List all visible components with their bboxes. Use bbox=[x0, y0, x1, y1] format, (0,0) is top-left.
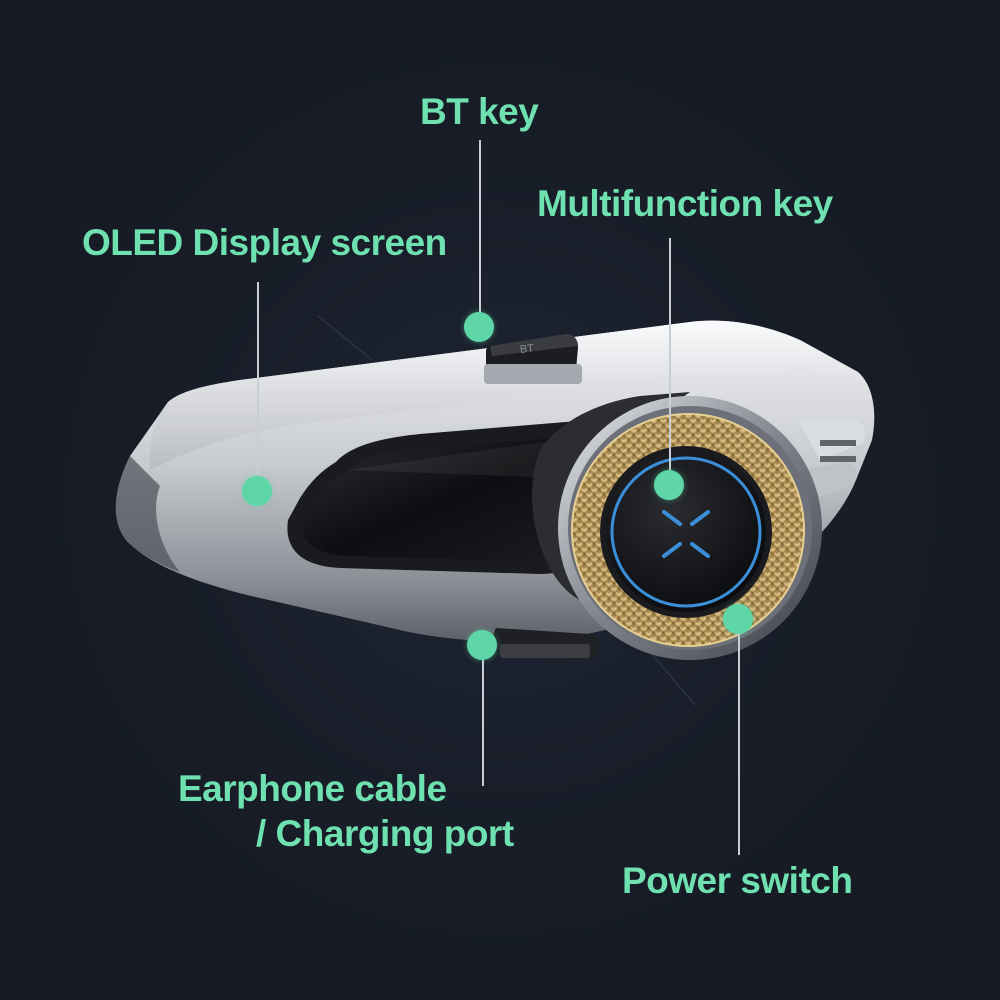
oled-leader bbox=[257, 282, 259, 482]
multifunction-leader bbox=[669, 238, 671, 470]
charging-port-label: / Charging port bbox=[256, 813, 514, 854]
bt-button-text: BT bbox=[519, 343, 535, 356]
oled-dot bbox=[242, 476, 272, 506]
blue-led-ring bbox=[610, 456, 762, 608]
earphone-dot bbox=[467, 630, 497, 660]
power-switch-leader bbox=[738, 620, 740, 855]
earphone-cable-label: Earphone cable bbox=[178, 768, 447, 809]
oled-display-label: OLED Display screen bbox=[82, 222, 447, 263]
bt-key-leader bbox=[479, 140, 481, 315]
power-switch-label: Power switch bbox=[622, 860, 853, 901]
power-switch-dot bbox=[723, 604, 753, 634]
bt-key-dot bbox=[464, 312, 494, 342]
bt-key-label: BT key bbox=[420, 91, 539, 132]
x-chevrons-icon bbox=[662, 510, 710, 558]
multifunction-button-face bbox=[606, 452, 766, 612]
multifunction-key-label: Multifunction key bbox=[537, 183, 833, 224]
knob-assembly bbox=[532, 392, 822, 660]
multifunction-dot bbox=[654, 470, 684, 500]
earphone-leader bbox=[482, 646, 484, 786]
